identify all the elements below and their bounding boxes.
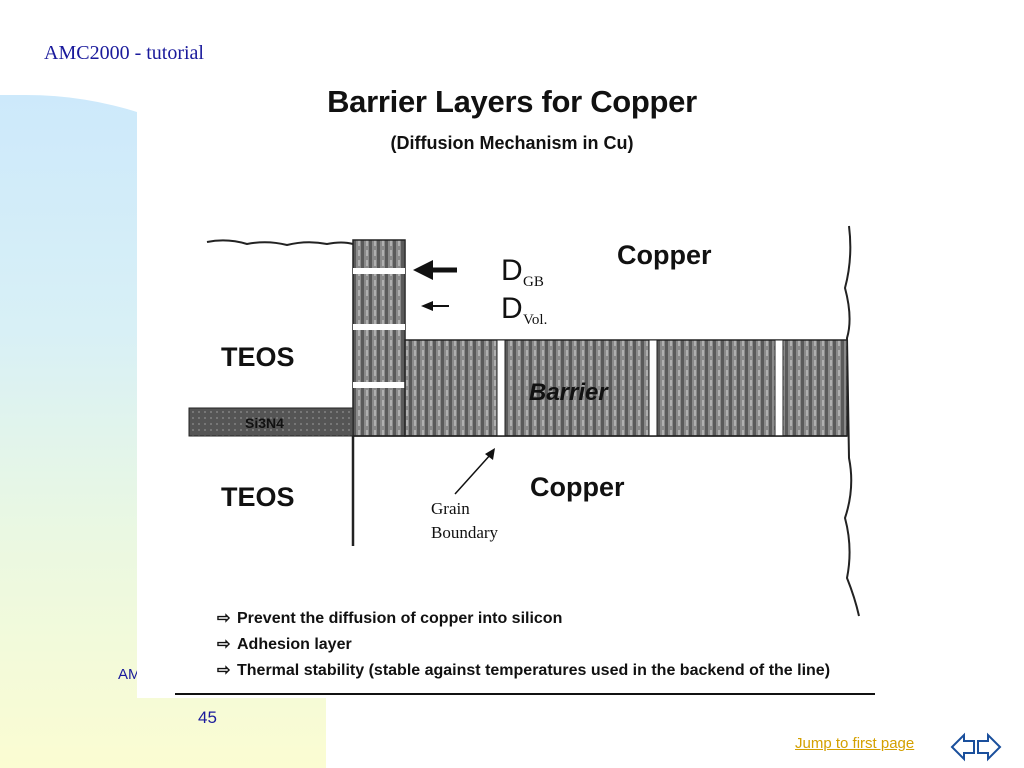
label-boundary: Boundary xyxy=(431,523,499,542)
figure-subtitle: (Diffusion Mechanism in Cu) xyxy=(390,133,634,153)
page-number: 45 xyxy=(198,708,217,727)
label-d-vol: D xyxy=(501,292,523,325)
bullet-item: ⇨Prevent the diffusion of copper into si… xyxy=(217,606,830,632)
bullet-list: ⇨Prevent the diffusion of copper into si… xyxy=(217,606,830,684)
grain-boundary-3 xyxy=(774,339,784,437)
bullet-item: ⇨Thermal stability (stable against tempe… xyxy=(217,658,830,684)
prev-next-arrows-icon[interactable] xyxy=(950,730,1002,764)
jump-to-first-page-link[interactable]: Jump to first page xyxy=(795,735,915,752)
arrow-icon: ⇨ xyxy=(217,636,231,653)
barrier-diagram: Copper Copper TEOS TEOS Barrier Si3N4 D … xyxy=(188,225,860,617)
bullet-item: ⇨Adhesion layer xyxy=(217,632,830,658)
diagram-figure: Barrier Layers for Copper (Diffusion Mec… xyxy=(137,78,887,698)
course-title: AMC2000 - tutorial xyxy=(44,42,204,64)
grain-pointer-arrow xyxy=(454,453,492,495)
grain-boundary-2 xyxy=(648,339,658,437)
label-copper-bottom: Copper xyxy=(530,472,625,502)
grain-boundary-1 xyxy=(496,339,506,437)
horizontal-barrier xyxy=(404,339,848,437)
label-barrier: Barrier xyxy=(529,379,609,406)
figure-title: Barrier Layers for Copper xyxy=(327,84,697,119)
label-d-gb: D xyxy=(501,254,523,287)
right-edge xyxy=(843,225,860,617)
label-d-gb-sub: GB xyxy=(523,274,544,290)
label-teos-bottom: TEOS xyxy=(221,482,295,512)
arrow-icon: ⇨ xyxy=(217,662,231,679)
teos-top-edge xyxy=(206,239,354,247)
divider-line xyxy=(175,693,875,695)
arrow-icon: ⇨ xyxy=(217,610,231,627)
si3n4-layer xyxy=(188,407,354,437)
label-si3n4: Si3N4 xyxy=(245,415,284,431)
footer-text: AM xyxy=(118,666,141,683)
label-teos-top: TEOS xyxy=(221,342,295,372)
label-copper-top: Copper xyxy=(617,240,712,270)
label-d-vol-sub: Vol. xyxy=(523,312,547,328)
label-grain: Grain xyxy=(431,499,470,518)
